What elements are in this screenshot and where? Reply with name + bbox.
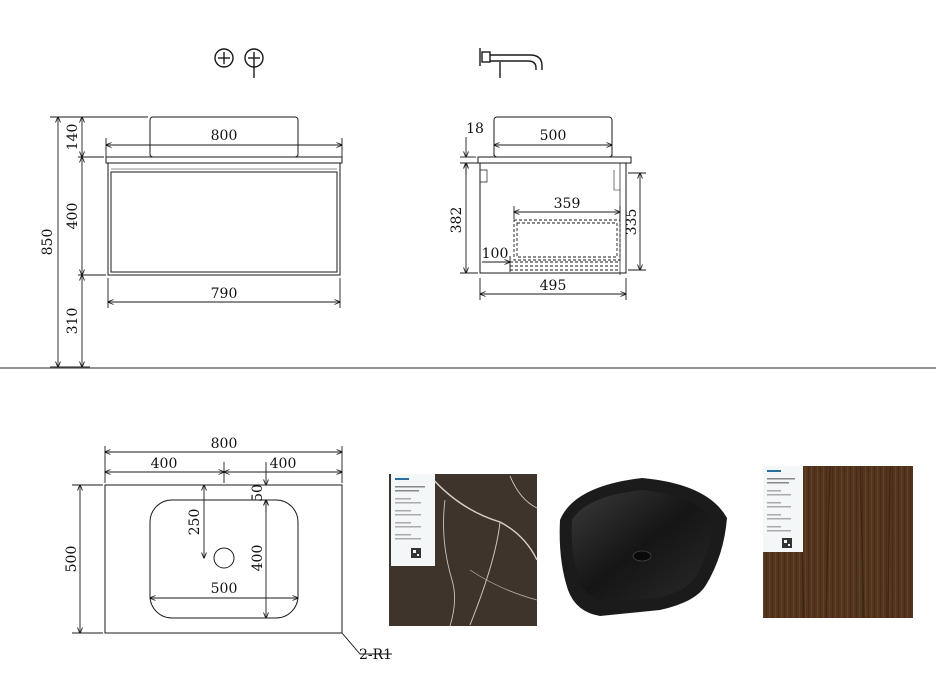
side-view: [477, 116, 632, 275]
dim-top-edge-offset: 50: [250, 484, 266, 502]
side-view-labels: 18 500 359 382 335 100 495: [449, 121, 640, 294]
top-view-labels: 800 400 400 500 250 50 400 500 2-R1: [64, 436, 392, 663]
dim-top-depth: 500: [64, 546, 80, 573]
dim-front-cabinet-height: 400: [65, 203, 81, 230]
dim-top-basin-width: 500: [211, 581, 238, 597]
marble-label-card: [391, 474, 435, 566]
dim-front-overall-height: 850: [40, 229, 56, 256]
wood-label-card: [763, 466, 803, 552]
side-view-dimensions: [460, 137, 646, 300]
top-basin-outline: [149, 499, 299, 619]
side-drawer: [510, 219, 621, 271]
dim-front-basin-height: 140: [65, 124, 81, 151]
top-view: [104, 484, 392, 655]
top-slab-outline: [104, 484, 343, 634]
wall-spout-icon: [479, 48, 543, 78]
top-view-dimensions: [72, 446, 342, 633]
dim-side-cabinet-depth: 495: [540, 278, 567, 294]
front-cabinet-outer: [107, 162, 341, 276]
dim-top-drain-offset: 250: [187, 509, 203, 536]
dim-top-half-right: 400: [270, 456, 297, 472]
dim-front-cabinet-width: 790: [211, 286, 238, 302]
side-top-slab: [477, 156, 632, 164]
front-view-dimensions: [50, 117, 342, 367]
dim-top-half-left: 400: [151, 456, 178, 472]
side-cabinet: [479, 162, 627, 274]
dim-front-top-width: 800: [211, 128, 238, 144]
drain-hole: [213, 547, 235, 569]
dim-side-basin-depth: 500: [540, 128, 567, 144]
dim-side-cabinet-height: 382: [449, 207, 465, 234]
faucet-handles-icon: [214, 48, 264, 78]
front-view-labels: 850 140 400 310 800 790: [40, 124, 237, 335]
dim-side-top-thickness: 18: [466, 121, 484, 137]
black-basin-photo: [559, 478, 727, 616]
dim-side-drawer-offset: 100: [482, 246, 509, 262]
dim-top-basin-depth: 400: [250, 545, 266, 572]
front-top-slab: [105, 156, 343, 164]
marble-swatch-photo: [389, 474, 538, 627]
wood-swatch-photo: [763, 465, 913, 619]
front-cabinet-inner: [110, 171, 338, 273]
dim-top-corner-radius: 2-R1: [359, 647, 392, 663]
dim-top-total-width: 800: [211, 436, 238, 452]
dim-side-drawer-height: 335: [624, 209, 640, 236]
dim-front-base-height: 310: [65, 308, 81, 335]
dim-side-drawer-depth: 359: [554, 196, 581, 212]
